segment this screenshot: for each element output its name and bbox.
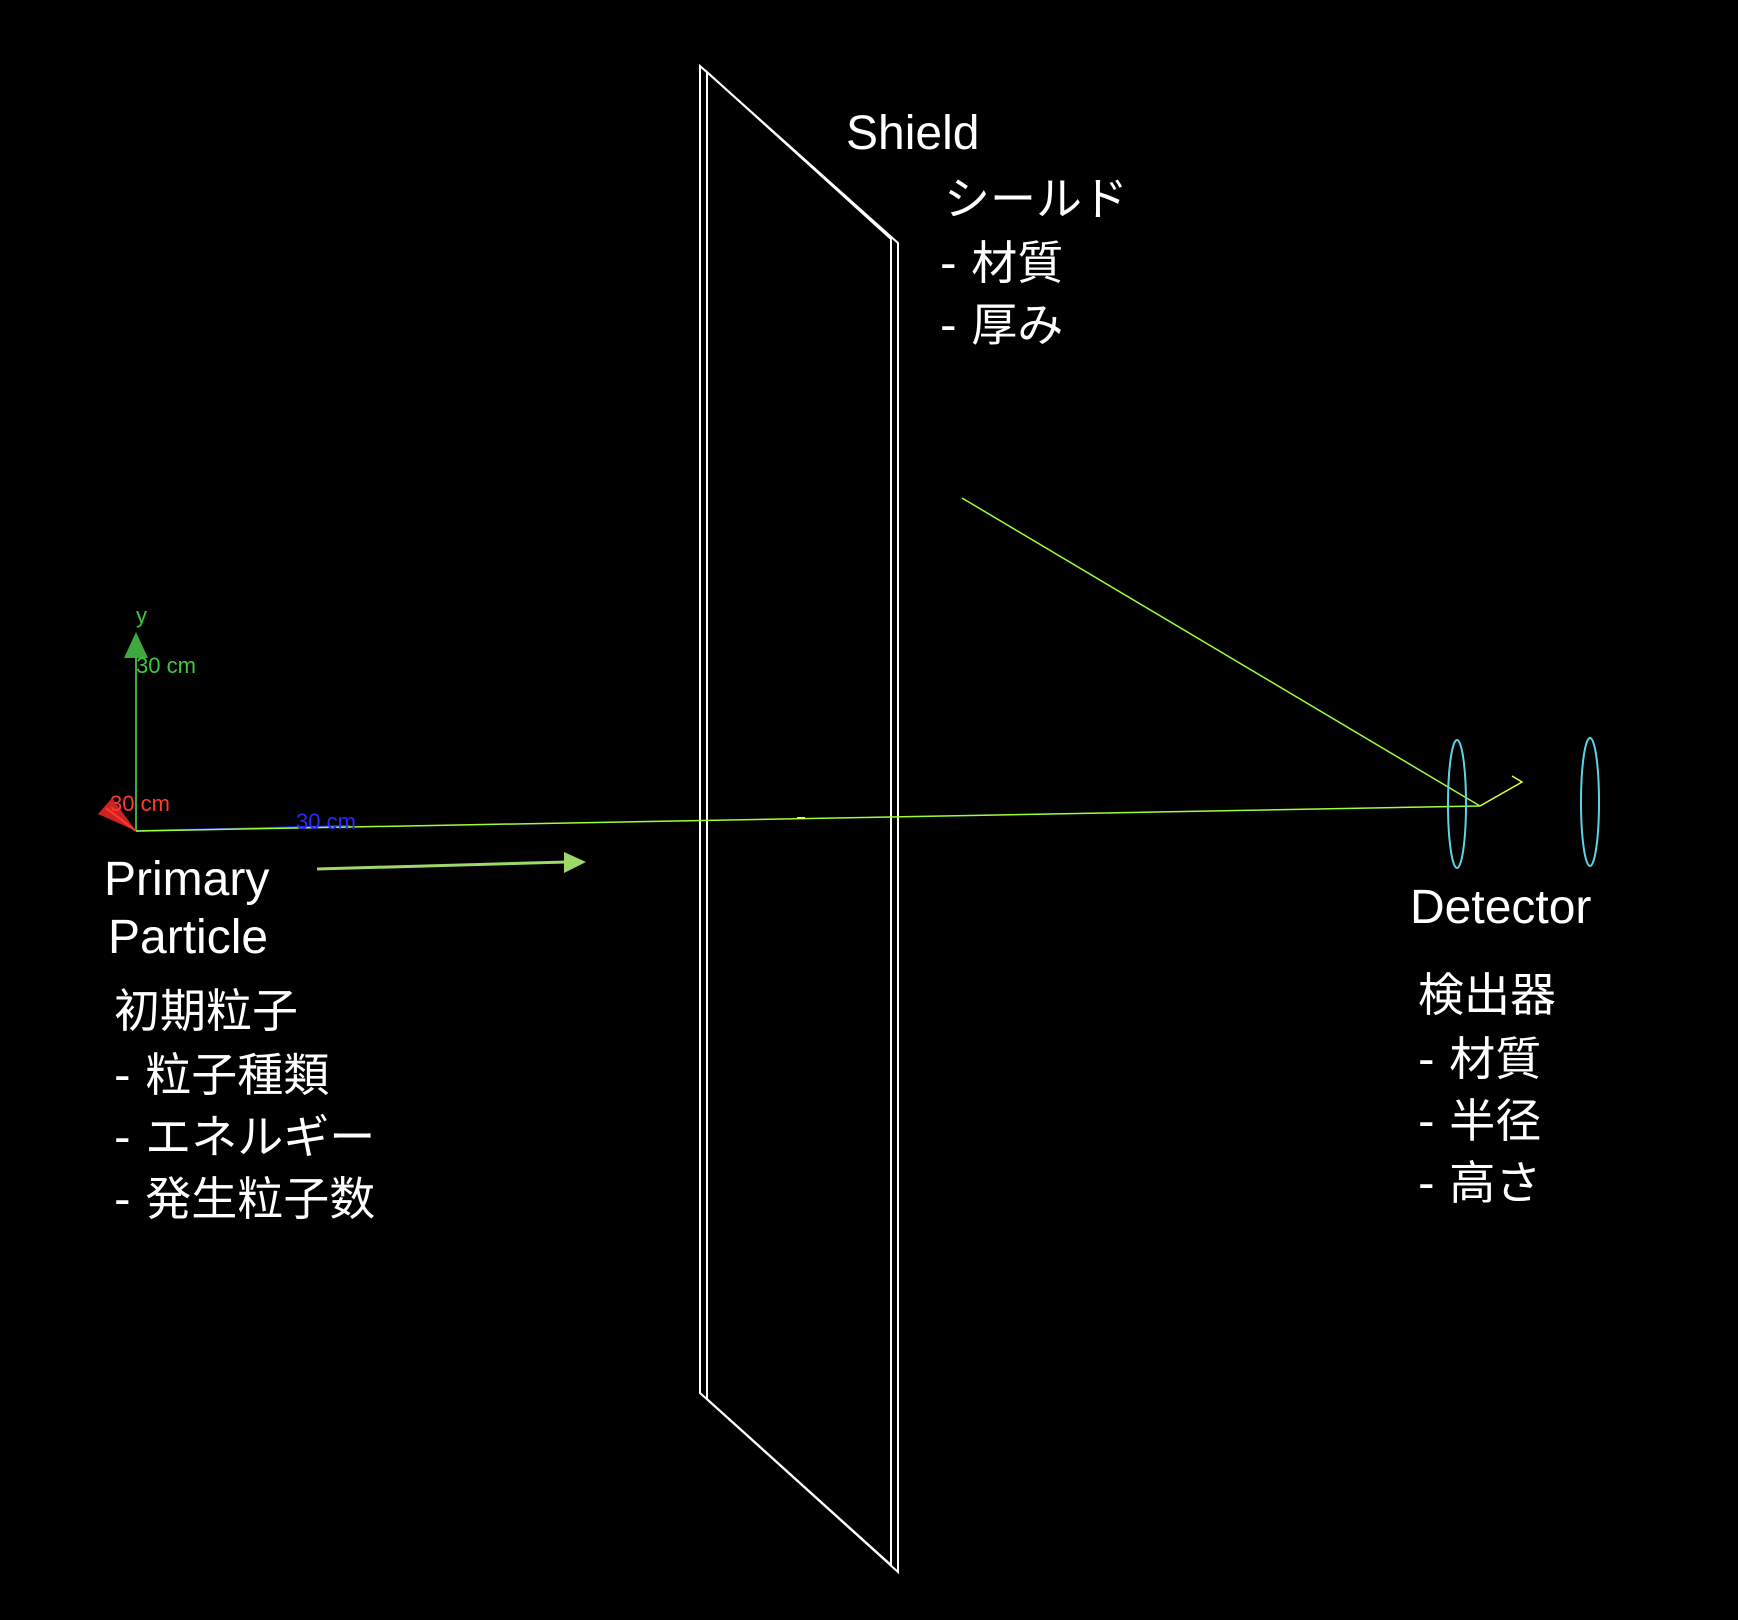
detector-cylinder [1447,737,1600,869]
primary-prop: - 粒子種類 [114,1048,330,1102]
primary-track [135,805,1481,832]
primary-direction-arrow [316,852,586,873]
y-axis-scale-label: 30 cm [136,653,196,678]
y-axis-name: y [136,603,147,628]
detector-title: Detector [1410,881,1592,934]
primary-prop: - エネルギー [114,1110,376,1164]
z-axis-scale-label: 30 cm [296,809,356,834]
x-axis-line [105,807,137,832]
shield-prop: - 材質 [940,236,1064,290]
detector-prop: - 半径 [1418,1094,1542,1148]
secondary-track [1479,775,1524,807]
shield-name-ja: シールド [944,172,1128,226]
primary-prop: - 発生粒子数 [114,1172,376,1226]
y-axis-arrowhead [124,632,148,658]
shield-plate [699,63,899,1575]
particle-tracks [135,497,1524,832]
primary-title-line2: Particle [108,911,269,964]
primary-name-ja: 初期粒子 [114,984,298,1038]
detector-prop: - 材質 [1418,1032,1542,1086]
shield-title: Shield [846,107,980,160]
detector-prop: - 高さ [1418,1156,1542,1210]
shield-prop: - 厚み [940,298,1064,352]
primary-title-line1: Primary [104,853,270,906]
detector-name-ja: 検出器 [1418,968,1556,1022]
scattered-track [961,497,1481,807]
x-axis-scale-label: 30 cm [110,791,170,816]
